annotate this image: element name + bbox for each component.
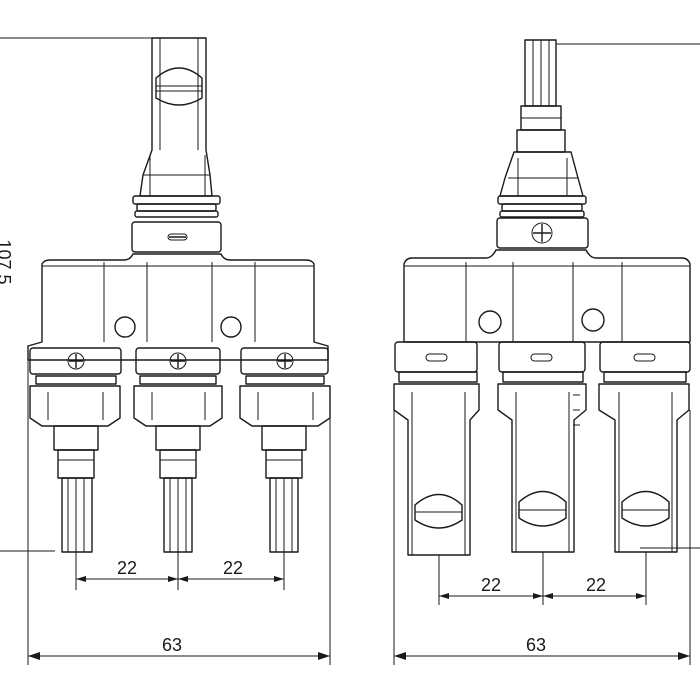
left-output-pin-3 (239, 375, 331, 553)
right-view-connector (393, 39, 700, 556)
mounting-hole-left (114, 316, 136, 338)
right-output-socket-1 (393, 371, 480, 556)
dim-width-label-2: 63 (526, 635, 546, 655)
left-view-connector (0, 37, 331, 553)
right-view-dimensions (393, 410, 691, 665)
plus-symbol-icon (69, 354, 83, 368)
right-output-socket-2 (497, 371, 587, 553)
plus-symbol-icon (278, 354, 292, 368)
minus-symbol-icon (633, 353, 656, 362)
dim-pitch-right-label-2: 22 (586, 575, 606, 595)
left-output-pin-2 (133, 375, 223, 553)
right-output-socket-3 (598, 371, 690, 553)
minus-symbol-icon (530, 353, 553, 362)
dim-pitch-right-label-1: 22 (223, 558, 243, 578)
plus-symbol-icon (533, 224, 551, 242)
dim-width-label-1: 63 (162, 635, 182, 655)
dim-height-label: 107.5 (0, 239, 14, 284)
mounting-hole-left-2 (478, 310, 502, 334)
left-output-pin-1 (29, 375, 121, 553)
mounting-hole-right (220, 316, 242, 338)
dim-pitch-left-label-1: 22 (117, 558, 137, 578)
left-view-dimensions (27, 360, 331, 665)
mounting-hole-right-2 (581, 308, 605, 332)
plus-symbol-icon (171, 354, 185, 368)
dim-pitch-left-label-2: 22 (481, 575, 501, 595)
left-output-nuts (29, 347, 329, 375)
right-output-nuts (394, 341, 691, 373)
minus-symbol-icon (425, 353, 448, 362)
